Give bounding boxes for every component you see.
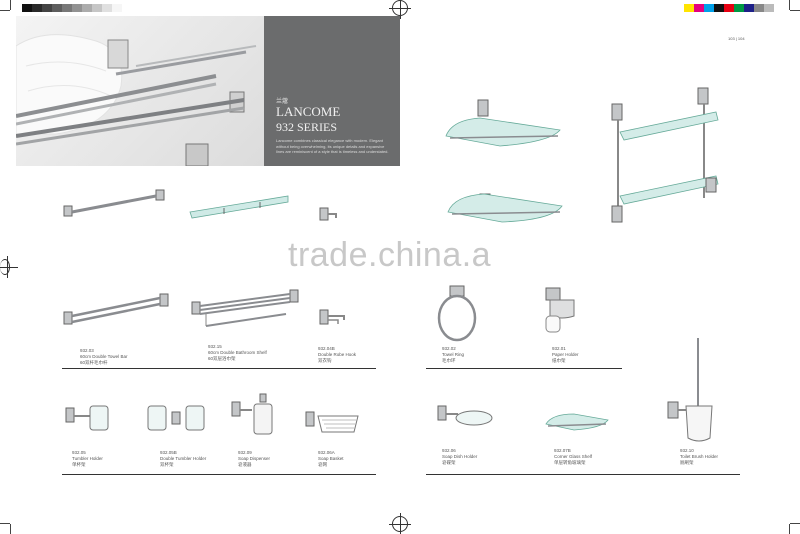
single-towel-bar-image bbox=[63, 189, 165, 217]
double-bathroom-shelf-image bbox=[191, 289, 299, 327]
soap-dispenser-image bbox=[231, 393, 273, 435]
glass-shelf-image bbox=[189, 195, 289, 219]
crop-mark bbox=[0, 523, 10, 524]
paper-holder-image bbox=[545, 287, 575, 333]
corner-glass-shelf-image bbox=[545, 413, 609, 431]
soap-dish-holder-image bbox=[437, 405, 493, 426]
divider bbox=[62, 368, 376, 369]
brand-name: LANCOME bbox=[276, 104, 341, 119]
double-glass-shelf-image bbox=[611, 87, 719, 223]
crop-mark bbox=[10, 524, 11, 534]
corner-glass-shelf-double-image bbox=[445, 99, 563, 223]
crop-mark bbox=[789, 0, 790, 10]
color-bar bbox=[684, 4, 774, 12]
double-towel-bar-image bbox=[63, 293, 169, 325]
tumbler-holder-image bbox=[65, 405, 109, 431]
crop-mark bbox=[789, 524, 790, 534]
grayscale-bar bbox=[22, 4, 122, 12]
double-tumbler-holder-image bbox=[147, 405, 205, 431]
crop-mark bbox=[0, 10, 10, 11]
towel-ring-image bbox=[437, 285, 477, 342]
double-robe-hook-image bbox=[319, 309, 345, 325]
crop-mark bbox=[790, 523, 800, 524]
robe-hook-image bbox=[319, 207, 337, 221]
series-title-panel: 兰蔻 LANCOME 932 SERIES Lancome combines c… bbox=[264, 16, 400, 166]
divider bbox=[62, 474, 376, 475]
hero-towel-rack-illustration bbox=[16, 34, 257, 166]
divider bbox=[426, 474, 740, 475]
divider bbox=[426, 368, 622, 369]
watermark: trade.china.a bbox=[288, 236, 492, 274]
registration-mark bbox=[0, 256, 18, 278]
hero-photo bbox=[16, 16, 264, 166]
registration-mark bbox=[389, 0, 411, 19]
toilet-brush-holder-image bbox=[667, 338, 713, 442]
crop-mark bbox=[10, 0, 11, 10]
registration-mark bbox=[389, 513, 411, 534]
page-numbers: 103 | 104 bbox=[728, 36, 745, 41]
crop-mark bbox=[790, 10, 800, 11]
series-description: Lancome combines classical elegance with… bbox=[276, 138, 389, 154]
series-name: 932 SERIES bbox=[276, 120, 338, 134]
series-cn-title: 兰蔻 bbox=[276, 99, 289, 105]
soap-basket-image bbox=[305, 411, 359, 433]
